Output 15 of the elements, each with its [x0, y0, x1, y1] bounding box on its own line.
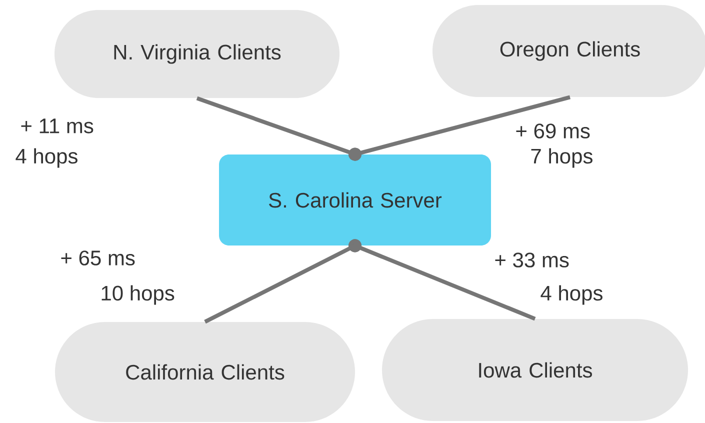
connector-line: [348, 95, 571, 161]
client-pill: N. Virginia Clients: [54, 10, 340, 98]
client-pill: Oregon Clients: [432, 5, 705, 97]
client-pill: California Clients: [55, 322, 355, 422]
latency-label: 4 hops: [540, 285, 602, 305]
latency-label: + 11 ms: [21, 118, 94, 134]
server-box: S. Carolina Server: [219, 154, 491, 246]
client-pill: Iowa Clients: [382, 319, 688, 421]
latency-label: 10 hops: [102, 285, 174, 305]
latency-label: + 33 ms: [495, 252, 569, 268]
latency-label: 7 hops: [531, 148, 592, 168]
latency-label: + 69 ms: [516, 124, 590, 138]
latency-label: + 65 ms: [61, 250, 135, 266]
connector-line: [348, 239, 536, 321]
latency-label: 4 hops: [16, 148, 78, 168]
